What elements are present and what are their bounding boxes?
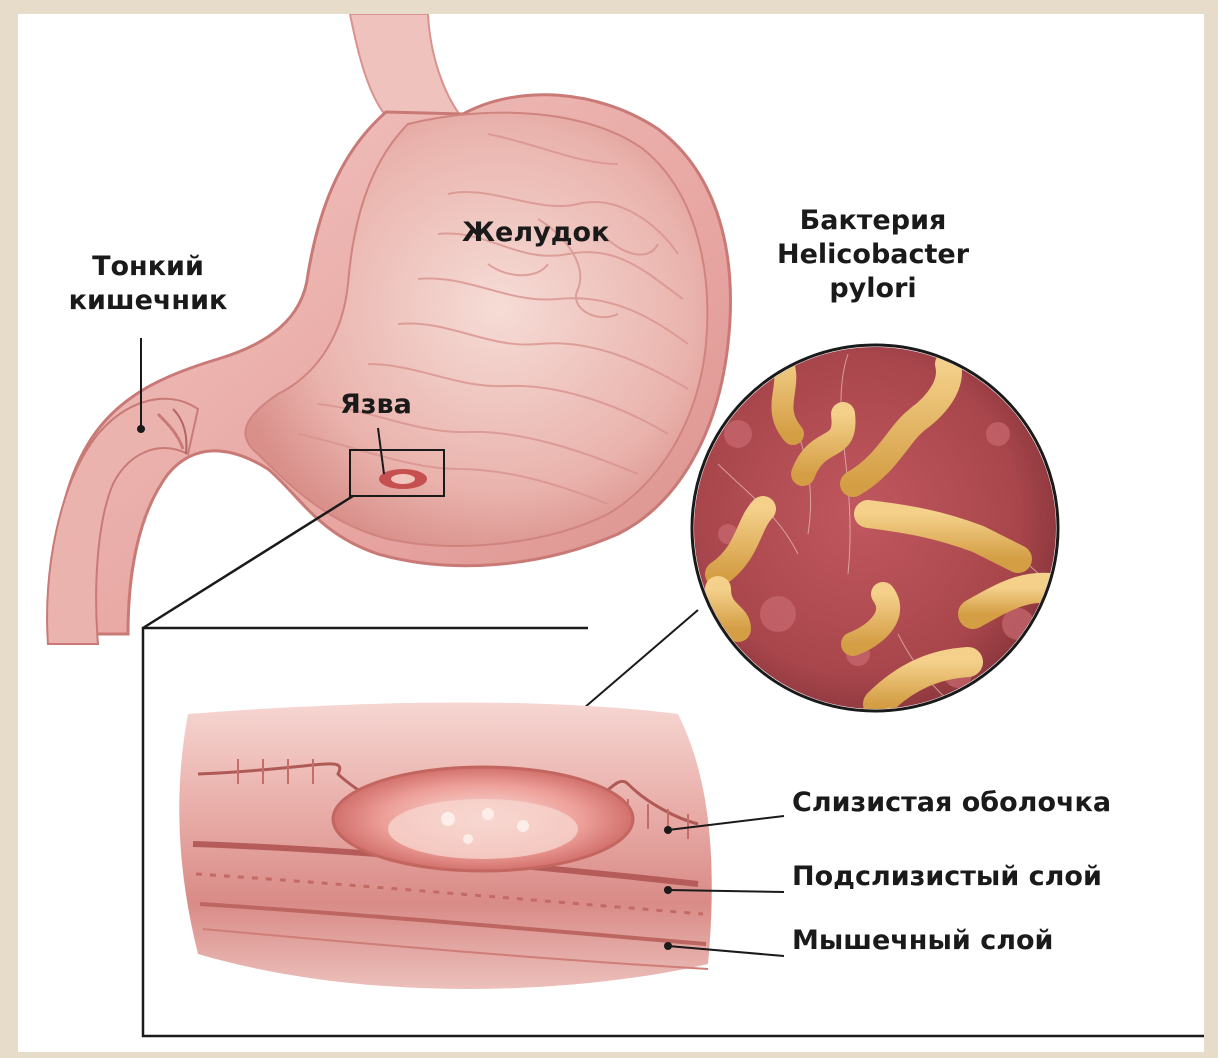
label-mucosa: Слизистая оболочка bbox=[792, 786, 1111, 820]
label-stomach: Желудок bbox=[462, 216, 609, 250]
esophagus bbox=[350, 14, 463, 119]
label-submucosa: Подслизистый слой bbox=[792, 860, 1102, 894]
illustration-frame: Тонкий кишечник Желудок Язва Бактерия He… bbox=[18, 14, 1204, 1052]
label-bacterium-line-2: Helicobacter bbox=[748, 238, 998, 272]
label-ulcer: Язва bbox=[340, 388, 412, 422]
label-bacterium-line-3: pylori bbox=[748, 272, 998, 306]
label-muscle-layer: Мышечный слой bbox=[792, 924, 1053, 958]
label-bacterium: Бактерия Helicobacter pylori bbox=[748, 204, 998, 306]
stomach bbox=[47, 14, 730, 644]
label-small-intestine-line-2: кишечник bbox=[48, 284, 248, 318]
zoom-line bbox=[143, 496, 353, 628]
label-bacterium-line-1: Бактерия bbox=[748, 204, 998, 238]
label-small-intestine: Тонкий кишечник bbox=[48, 250, 248, 318]
label-small-intestine-line-1: Тонкий bbox=[48, 250, 248, 284]
ulcer-illustration bbox=[18, 14, 1204, 1052]
